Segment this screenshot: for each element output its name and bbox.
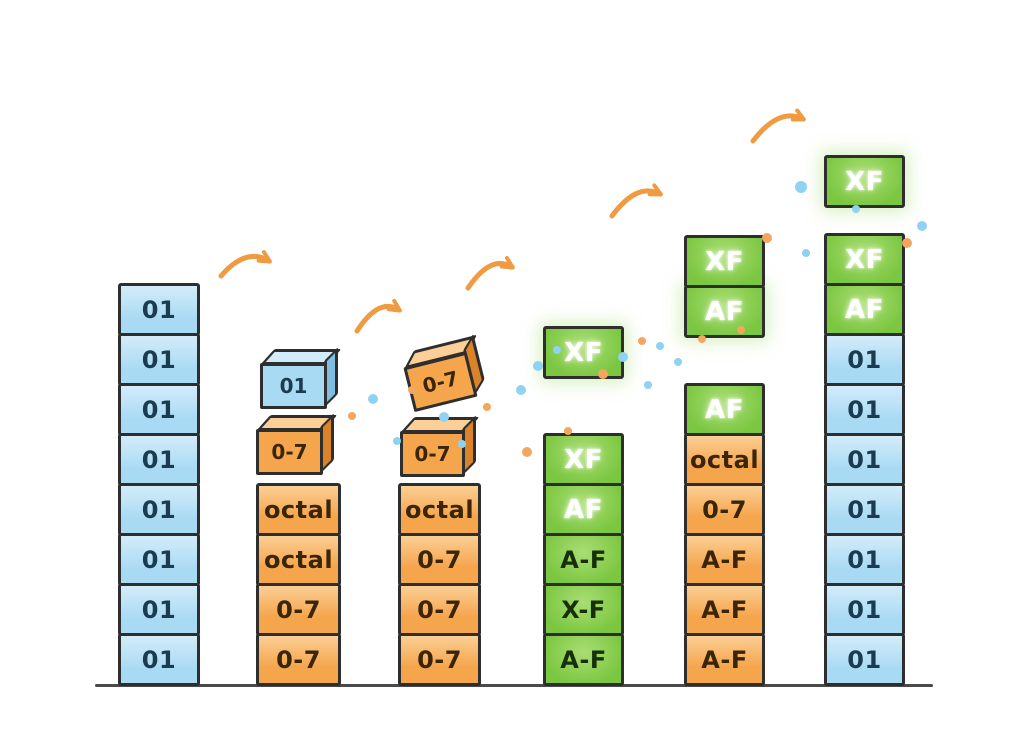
stack-block: 01 [118,533,200,586]
stack-block: 01 [118,633,200,686]
stack-block: 01 [824,383,905,436]
floating-cube: 0-7 [400,415,483,477]
cube-label: 0-7 [256,429,323,475]
floating-block: XF [543,326,624,379]
floating-block: XF [824,155,905,208]
stack-block: X-F [543,583,624,636]
stack-block: A-F [543,633,624,686]
cube-label: 01 [260,363,327,409]
stack-block: octal [684,433,765,486]
stack-block: 01 [118,333,200,386]
floating-cube: 0-7 [256,413,341,475]
stack-block: 0-7 [684,483,765,536]
stack-block: AF [824,283,905,336]
stack-block: 0-7 [256,633,341,686]
stack-block: 01 [118,483,200,536]
floating-block: AF [684,285,765,338]
stack-block: A-F [684,533,765,586]
stack-block: 01 [824,633,905,686]
baseline [95,684,933,687]
stack-block: XF [824,233,905,286]
stack-block: 01 [824,483,905,536]
stack-block: 01 [824,583,905,636]
stack-block: 0-7 [398,533,481,586]
stack-block: 0-7 [398,633,481,686]
stack-block: XF [684,235,765,288]
stack-block: A-F [684,583,765,636]
stack-block: 01 [118,383,200,436]
stack-block: 01 [824,433,905,486]
stack-block: 01 [824,333,905,386]
stack-block: XF [543,433,624,486]
stack-block: octal [256,483,341,536]
stack-block: 0-7 [256,583,341,636]
stack-block: A-F [543,533,624,586]
stack-block: octal [256,533,341,586]
stack-block: 01 [118,283,200,336]
stack-block: AF [684,383,765,436]
stack-block: 0-7 [398,583,481,636]
floating-cube: 0-7 [400,333,495,413]
stack-block: 01 [118,583,200,636]
stack-block: 01 [118,433,200,486]
cube-label: 0-7 [400,431,465,477]
stack-block: A-F [684,633,765,686]
stack-block: AF [543,483,624,536]
stack-block: 01 [824,533,905,586]
stack-block: octal [398,483,481,536]
floating-cube: 01 [260,347,345,409]
